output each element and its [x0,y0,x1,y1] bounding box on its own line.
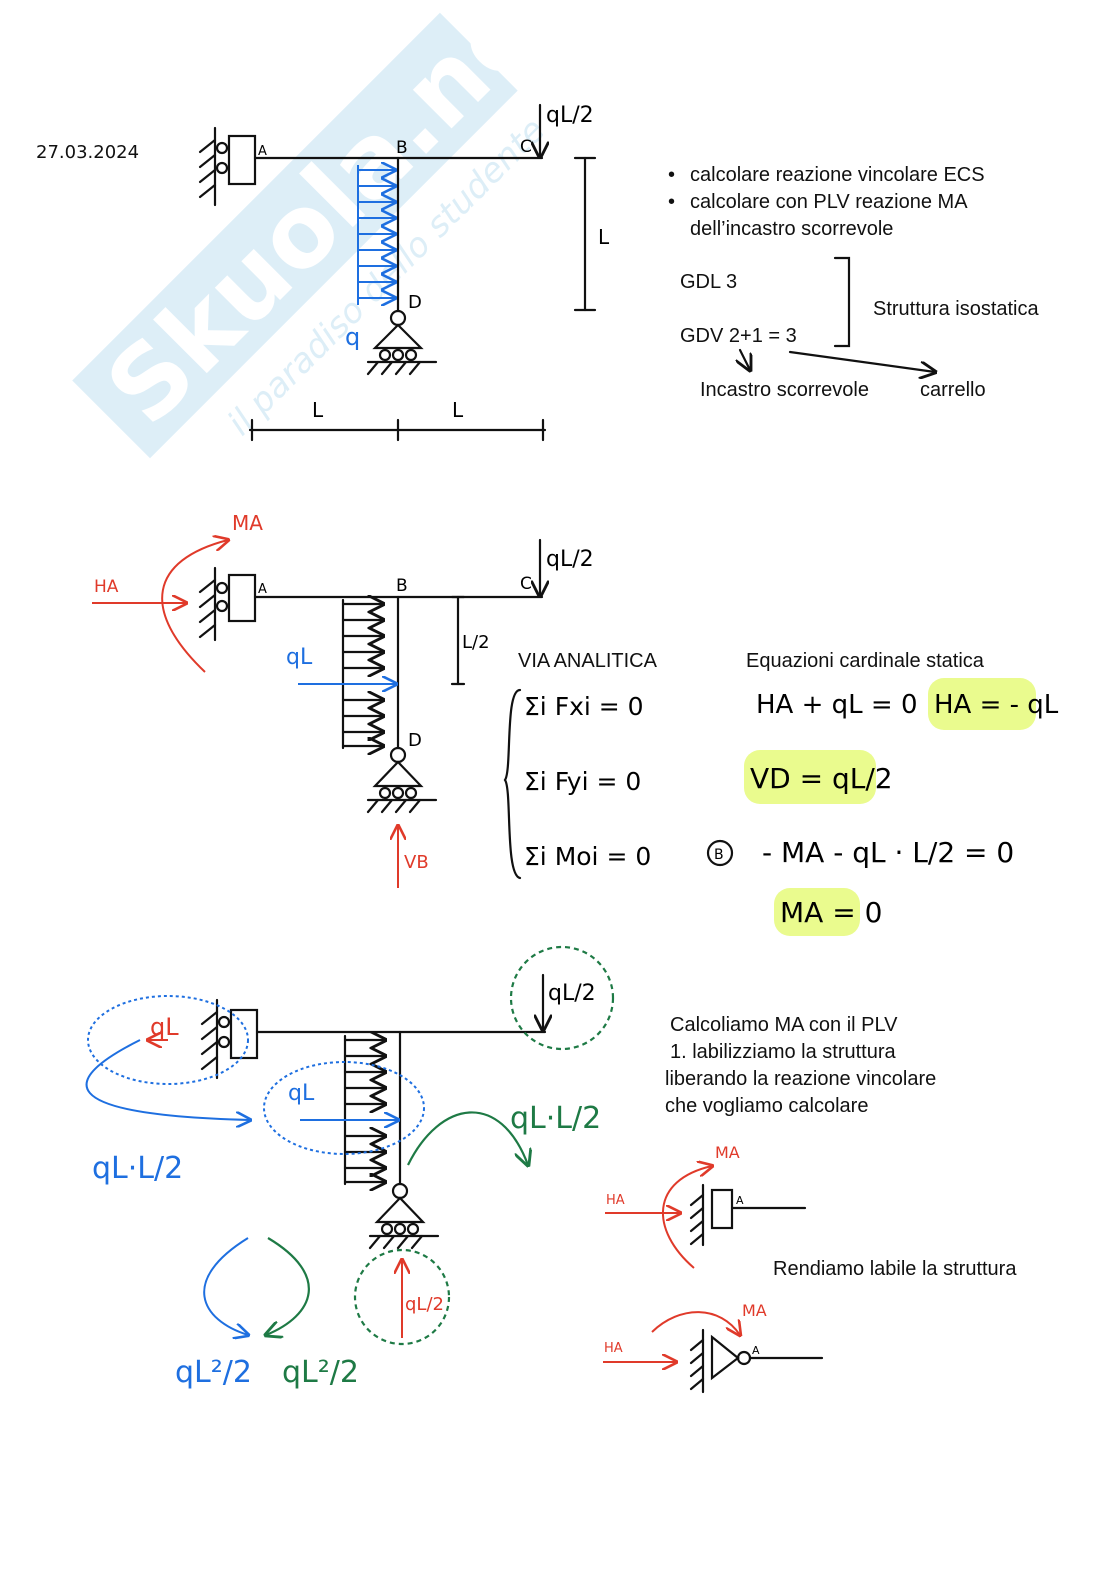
equations-title: Equazioni cardinale statica [746,650,985,672]
highlight [744,750,876,804]
label-ma-small: MA [742,1301,767,1320]
plv-line-2: 1. labilizziamo la struttura [670,1041,897,1063]
highlight [774,888,860,936]
label-a-small: A [736,1194,744,1207]
pole-b: B [714,847,724,863]
label-resultant: qL [286,645,313,670]
task-2: calcolare con PLV reazione MA [690,191,968,213]
task-2-cont: dell’incastro scorrevole [690,218,893,240]
constraint-2: carrello [920,379,986,401]
result-ma: MA = 0 [780,896,882,929]
green-moment: qL·L/2 [510,1101,601,1136]
equation-fx: Σi Fxi = 0 [524,692,644,721]
blue-moment: qL·L/2 [92,1151,183,1186]
result-vd: VD = qL/2 [750,762,893,795]
label-b: B [396,138,408,158]
label-red-load: qL [150,1013,179,1041]
label-half: L/2 [462,632,490,653]
plv-line-3: liberando la reazione vincolare [665,1068,936,1090]
label-d: D [408,730,422,751]
label-height: L [598,225,610,249]
label-bottom-load: qL/2 [405,1294,444,1315]
label-ma-small: MA [715,1143,740,1162]
labile-text: Rendiamo labile la struttura [773,1258,1017,1280]
label-span-left: L [312,398,324,422]
highlight [928,678,1036,730]
label-d: D [408,292,422,313]
equation-fy: Σi Fyi = 0 [524,767,641,796]
label-a-small: A [752,1344,760,1357]
date: 27.03.2024 [36,142,139,163]
label-inner-load: qL [288,1081,315,1106]
small-diagram-hinge [603,1311,824,1394]
diagram-3-structure [85,945,615,1346]
small-diagram-fixed [605,1166,807,1269]
plv-line-1: Calcoliamo MA con il PLV [670,1014,898,1036]
method-title: VIA ANALITICA [518,650,658,672]
equation-m: Σi Moi = 0 [524,842,651,871]
label-b: B [396,576,408,596]
label-circle-load: qL/2 [548,981,596,1006]
diagram-2-structure [92,540,542,888]
eq-m: - MA - qL · L/2 = 0 [762,836,1014,869]
label-span-right: L [452,398,464,422]
label-a: A [258,582,267,597]
blue-work: qL²/2 [175,1355,252,1390]
label-load: qL/2 [546,103,594,128]
label-vb: VB [404,852,429,873]
label-c: C [520,574,532,594]
watermark: Skuola.net il paradiso dello studente [72,0,595,459]
diagram-1-structure [198,103,597,442]
result-ha: HA = - qL [934,690,1059,720]
green-work: qL²/2 [282,1355,359,1390]
label-load: qL/2 [546,547,594,572]
label-ha-small: HA [604,1341,623,1356]
label-ha: HA [94,577,119,597]
label-a: A [258,144,267,159]
label-q: q [345,323,360,351]
task-1: calcolare reazione vincolare ECS [690,164,985,186]
watermark-brand: Skuola.net [84,0,595,447]
gdv: GDV 2+1 = 3 [680,325,797,347]
bullet: • [668,164,675,186]
structure-result: Struttura isostatica [873,298,1040,320]
label-c: C [520,137,532,157]
bullet: • [668,191,675,213]
label-ha-small: HA [606,1193,625,1208]
plv-line-4: che vogliamo calcolare [665,1095,868,1117]
eq-x: HA + qL = 0 [756,690,918,720]
constraint-1: Incastro scorrevole [700,379,869,401]
label-ma: MA [232,511,263,535]
gdl: GDL 3 [680,271,737,293]
